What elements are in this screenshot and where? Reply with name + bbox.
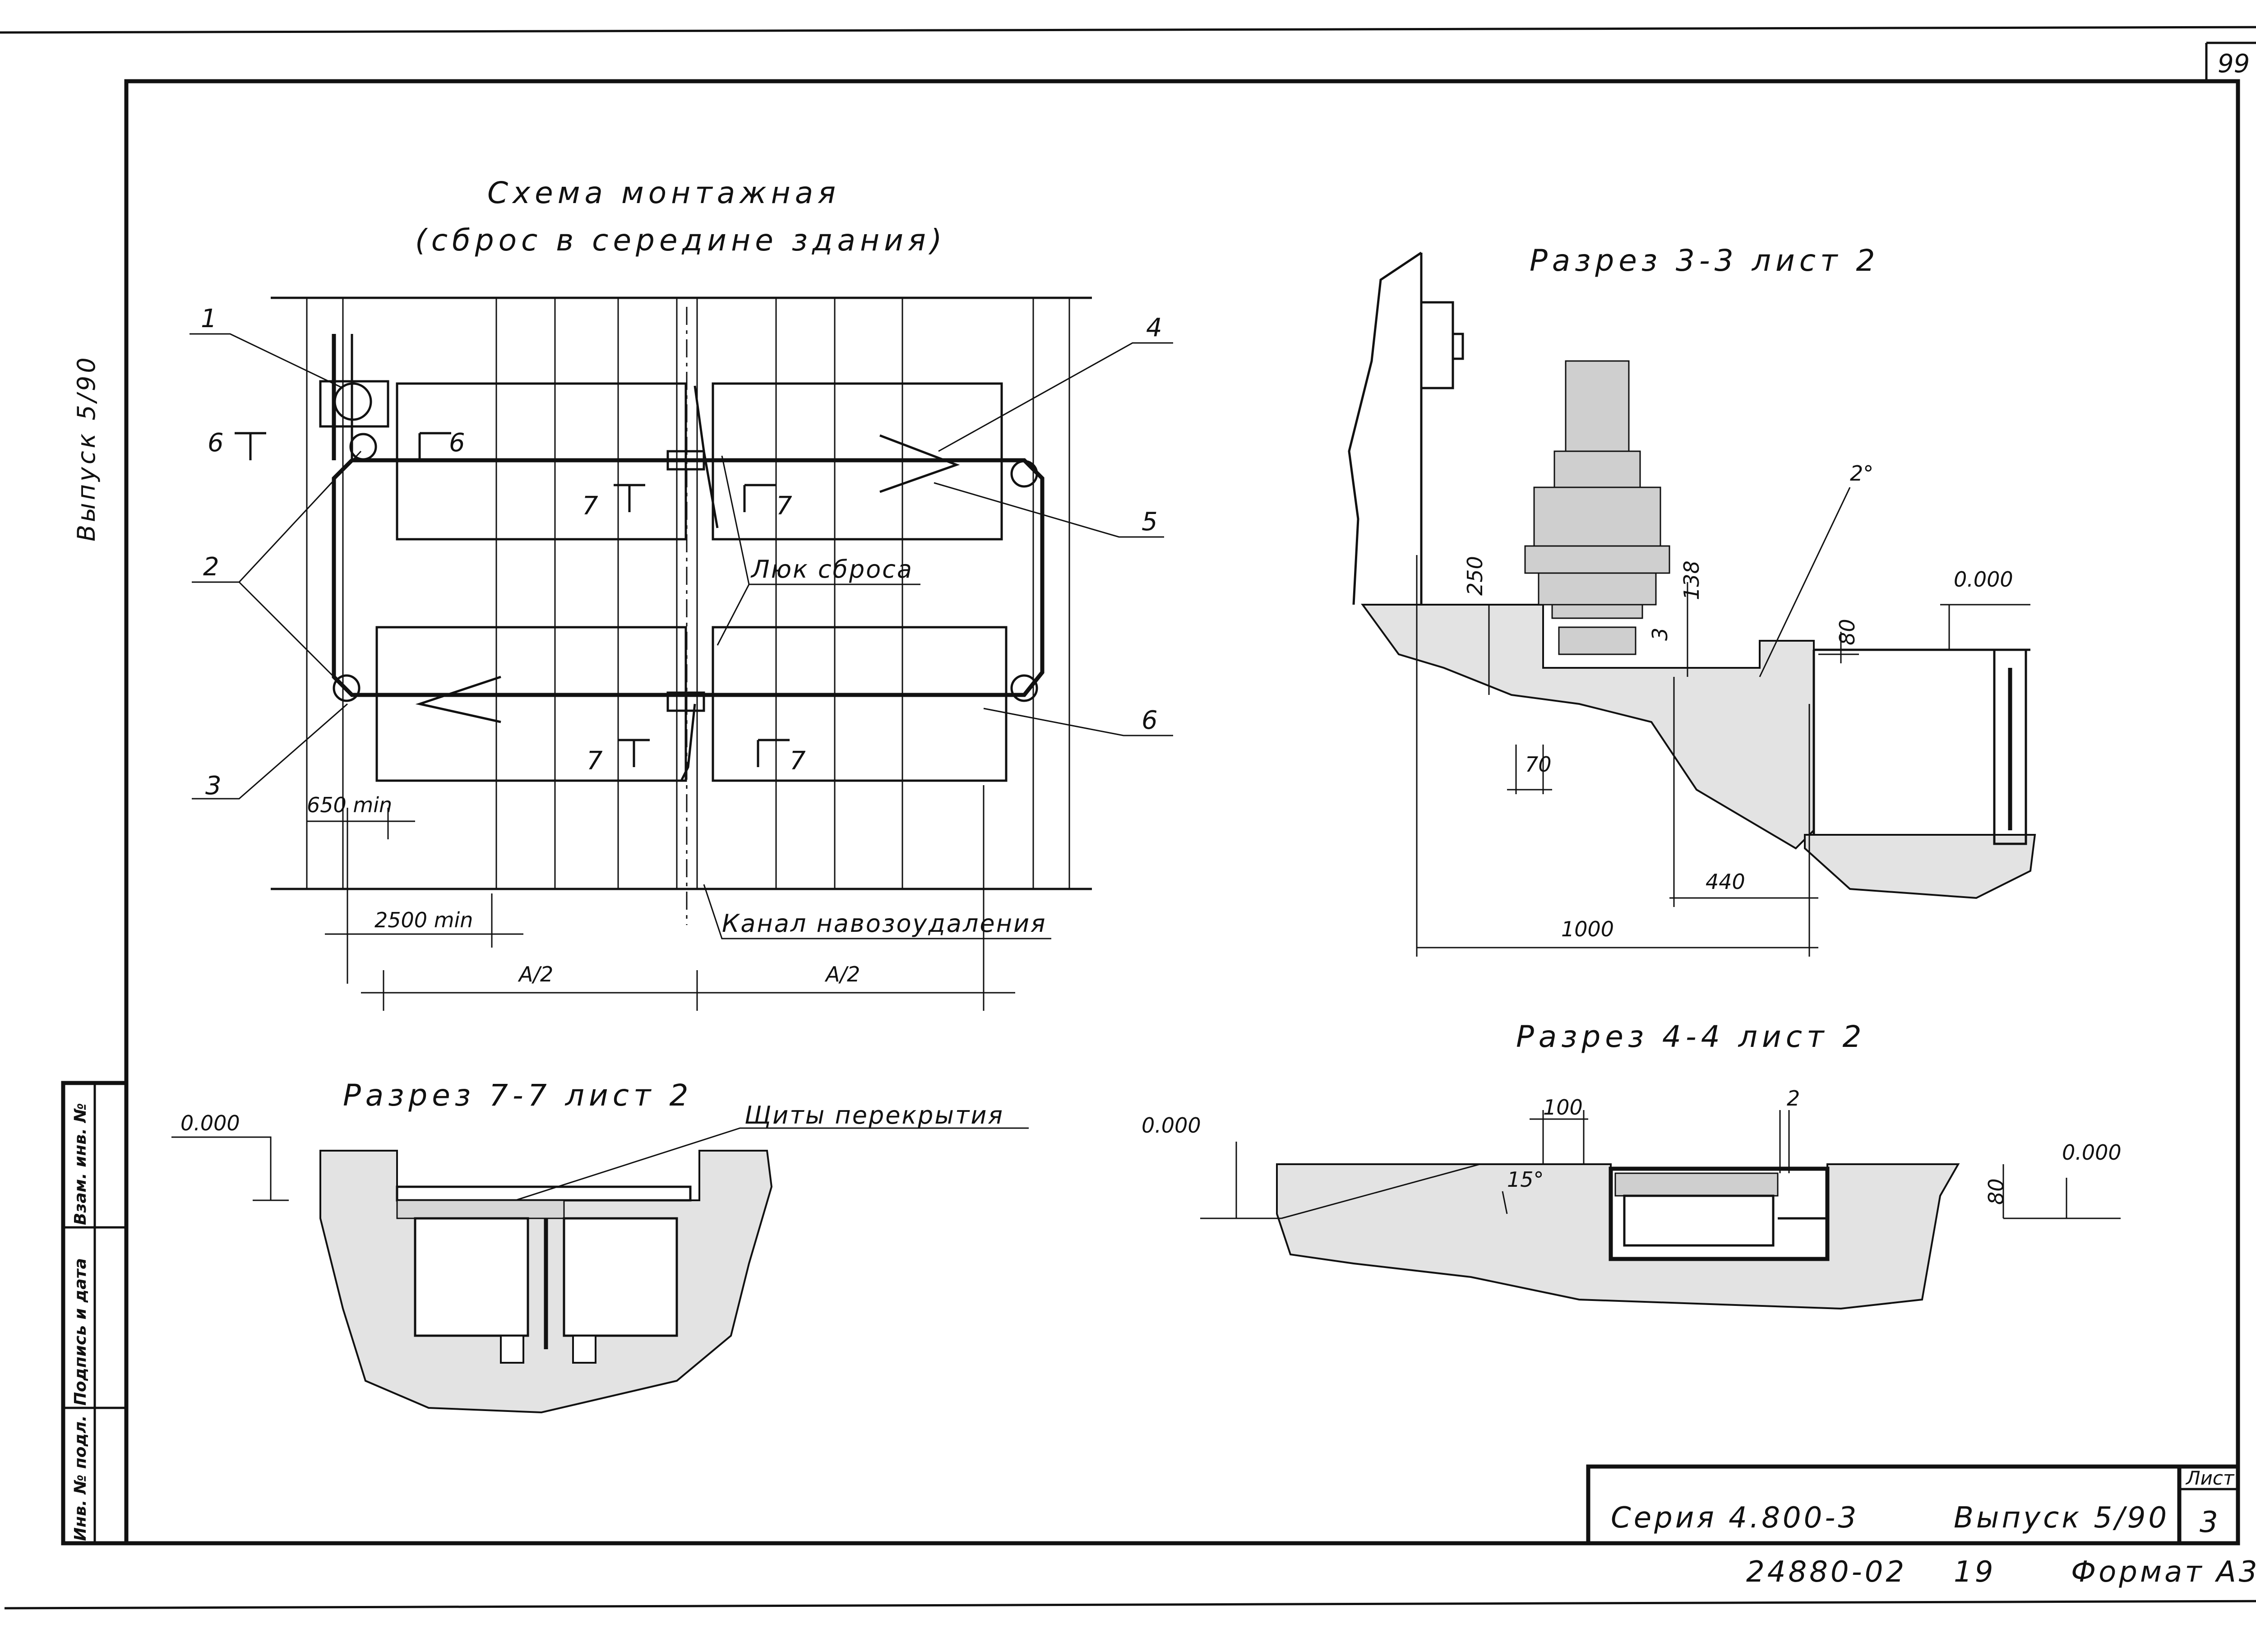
section-7-7-title: Разрез 7-7 лист 2 <box>343 1078 693 1113</box>
s33-dim-1000: 1000 <box>1561 917 1614 941</box>
section-4-4-drawing <box>1200 1110 2121 1310</box>
stamp-inv-no: Инв. № подл. <box>71 1415 90 1541</box>
section-4-4-title: Разрез 4-4 лист 2 <box>1516 1019 1866 1054</box>
dim-half-right: A/2 <box>824 962 860 986</box>
dim-2500-min: 2500 min <box>374 908 473 932</box>
callout-1: 1 <box>201 304 217 333</box>
s33-angle-2: 2° <box>1850 461 1873 486</box>
hatch-leader <box>717 583 920 646</box>
s33-dim-138: 138 <box>1679 560 1704 600</box>
s77-level: 0.000 <box>180 1111 240 1135</box>
s44-dim-80: 80 <box>1984 1178 2008 1205</box>
section-7-7-drawing <box>319 1150 773 1414</box>
channel-label: Канал навозоудаления <box>722 909 1047 938</box>
stamp-replace-no: Взам. инв. № <box>71 1103 90 1225</box>
title-block-series: Серия 4.800-3 <box>1611 1501 1859 1535</box>
section-mark-7-c: 7 <box>587 746 603 776</box>
section-mark-6-right: 6 <box>449 428 465 458</box>
side-issue-label: Выпуск 5/90 <box>72 355 101 541</box>
s33-dim-80: 80 <box>1835 619 1859 645</box>
hatch-leader-2 <box>721 455 750 585</box>
stamp-column <box>61 1081 129 1546</box>
callout-5: 5 <box>1142 507 1158 537</box>
s44-level-left: 0.000 <box>1142 1113 1201 1138</box>
slab-leader <box>487 1127 1029 1210</box>
section-mark-7-d: 7 <box>790 746 806 776</box>
callout-3: 3 <box>205 771 222 801</box>
plan-drawing <box>271 296 1092 925</box>
s33-dim-70: 70 <box>1525 752 1552 777</box>
paper-format: Формат А3 <box>2071 1555 2256 1589</box>
copy-number: 19 <box>1954 1555 1996 1589</box>
section-mark-6-left: 6 <box>208 428 224 458</box>
callout-2: 2 <box>203 552 219 582</box>
channel-leader <box>703 884 1051 939</box>
s44-angle-15: 15° <box>1507 1167 1544 1192</box>
callout-leaders <box>190 333 1173 800</box>
title-block <box>1586 1464 2240 1546</box>
title-block-sheet-label: Лист <box>2185 1467 2235 1489</box>
hatch-label: Люк сброса <box>750 555 913 583</box>
s33-dim-3: 3 <box>1648 628 1672 641</box>
s33-dim-440: 440 <box>1706 870 1745 894</box>
doc-number: 24880-02 <box>1746 1555 1907 1589</box>
slab-label: Щиты перекрытия <box>744 1101 1004 1129</box>
plan-section-marks <box>235 432 790 767</box>
stamp-signature-date: Подпись и дата <box>71 1258 90 1406</box>
plan-dimensions <box>307 785 1015 1011</box>
s44-dim-100: 100 <box>1543 1095 1583 1120</box>
section-mark-7-b: 7 <box>776 491 792 521</box>
corner-sheet-number: 99 <box>2218 49 2250 79</box>
s33-level: 0.000 <box>1954 567 2013 592</box>
s33-dim-250: 250 <box>1463 556 1487 596</box>
sheet-frame <box>0 26 2256 1610</box>
plan-title-line1: Схема монтажная <box>487 176 840 210</box>
section-3-3-drawing <box>1348 251 2036 957</box>
title-block-issue: Выпуск 5/90 <box>1954 1501 2169 1535</box>
plan-title-line2: (сброс в середине здания) <box>415 223 946 258</box>
s44-dim-2: 2 <box>1787 1086 1800 1111</box>
s44-level-right: 0.000 <box>2062 1140 2122 1165</box>
callout-4: 4 <box>1146 313 1162 342</box>
section-3-3-title: Разрез 3-3 лист 2 <box>1530 243 1879 278</box>
callout-6: 6 <box>1142 706 1158 735</box>
section-mark-7-a: 7 <box>582 491 598 521</box>
s77-level-leader <box>171 1136 272 1200</box>
dim-650-min: 650 min <box>307 793 392 817</box>
title-block-sheet-number: 3 <box>2200 1506 2221 1539</box>
dim-half-left: A/2 <box>518 962 553 986</box>
